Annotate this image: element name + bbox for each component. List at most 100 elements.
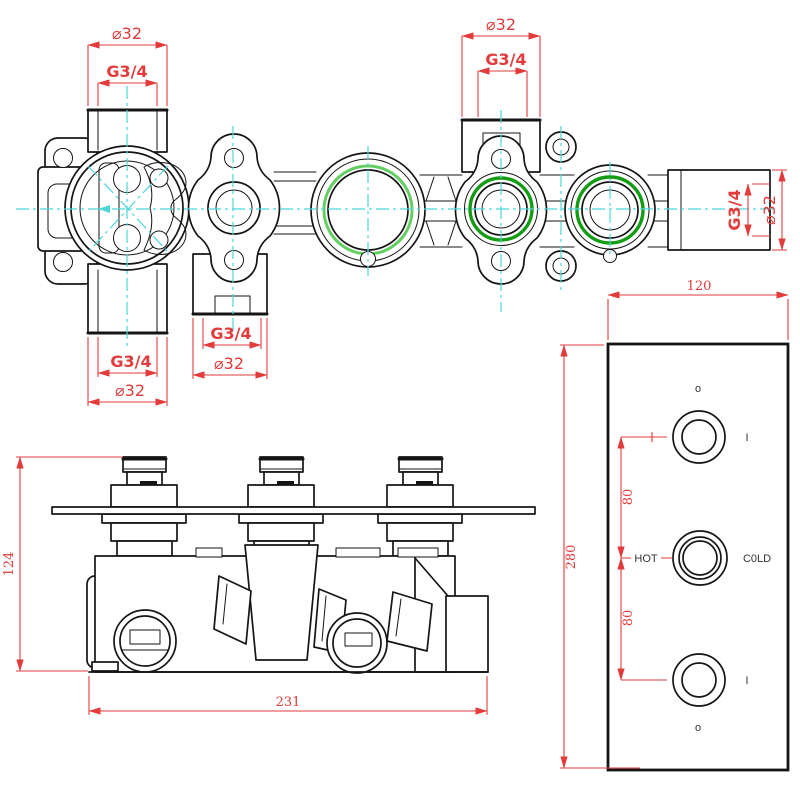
front-view: 124 231 <box>2 455 536 715</box>
lever-detail-line <box>222 583 228 625</box>
body-port-left-ring <box>119 615 171 667</box>
knob-inner <box>682 540 718 576</box>
vertical-centerlines <box>126 86 611 346</box>
extension-lines <box>192 318 268 379</box>
pipe-body <box>667 169 771 251</box>
cartridge-waterway <box>143 162 187 255</box>
knob-outer <box>672 653 726 707</box>
dim-panel-height: 280 <box>560 344 640 769</box>
diverter-lever <box>213 575 252 645</box>
extension-lines <box>87 337 168 406</box>
outlet-pipe <box>667 169 771 251</box>
dim-label-gap-lower: 80 <box>621 610 636 627</box>
rail-segment <box>273 171 317 235</box>
frame-rails <box>273 171 677 248</box>
pipe-thread-lines <box>97 269 158 334</box>
knob-mid-ring <box>678 536 722 580</box>
extension-lines <box>16 456 123 672</box>
knob-outer <box>672 530 728 586</box>
centerlines <box>16 86 773 346</box>
rail-segment <box>647 174 677 248</box>
dim-label-dia: ⌀32 <box>760 195 779 225</box>
dim-label-gap-upper: 80 <box>621 489 636 506</box>
dim-label-thread: G3/4 <box>485 50 526 69</box>
cartridge-hole-small <box>149 230 169 250</box>
pipe-thread-lines <box>97 109 158 151</box>
cold-label: C0LD <box>743 553 771 565</box>
knob-middle <box>672 530 728 586</box>
body-top-notch <box>397 547 439 558</box>
dim-label-height: 280 <box>564 545 579 570</box>
body-top-notch <box>195 547 223 558</box>
dim-outlet: G3/4 ⌀32 <box>725 169 787 251</box>
dim-mid-port-bottom: G3/4 ⌀32 <box>192 318 268 379</box>
body-top-notch <box>335 547 381 558</box>
body-port-center-ring <box>332 618 382 668</box>
dim-panel-width: 120 <box>607 279 789 340</box>
mid-flange <box>187 133 281 283</box>
port-inner-detail <box>129 629 161 645</box>
plan-view: ⌀32 G3/4 G3/4 ⌀32 G3/4 ⌀32 ⌀32 G3/4 <box>16 15 787 406</box>
extension-lines <box>607 299 789 340</box>
diverter-lever <box>386 591 433 652</box>
dim-label-height: 124 <box>2 552 17 577</box>
port-inner-detail <box>344 632 373 647</box>
extension-lines <box>752 169 787 251</box>
extension-lines <box>87 45 168 106</box>
dim-label-thread: G3/4 <box>110 352 151 371</box>
knob-inner <box>681 662 717 698</box>
bracket-screw-hole <box>53 252 73 272</box>
port-opening <box>207 181 261 235</box>
valve-body <box>86 544 489 674</box>
dim-length: 231 <box>88 676 488 715</box>
knob-inner <box>681 419 717 455</box>
cartridge-hole-small <box>149 168 169 188</box>
dim-label-dia: ⌀32 <box>115 381 145 400</box>
mounting-plate <box>51 506 536 515</box>
rail-segment <box>539 174 575 248</box>
dim-label-thread: G3/4 <box>106 62 147 81</box>
mark-bottom-off: o <box>695 722 701 734</box>
section-arrow <box>98 205 110 213</box>
diagonal-centerlines <box>87 165 169 253</box>
knob-outer <box>672 410 726 464</box>
panel-plate <box>606 342 790 772</box>
hot-label: HOT <box>634 553 658 565</box>
dim-label-dia: ⌀32 <box>112 24 142 43</box>
extension-lines <box>461 36 541 117</box>
dim-height: 124 <box>2 456 123 672</box>
lever-detail-line <box>395 598 402 637</box>
mark-bottom-on: I <box>745 675 748 687</box>
lever-detail-line <box>321 595 327 642</box>
dim-label-thread: G3/4 <box>210 324 251 343</box>
cartridge-key-slot <box>98 162 120 254</box>
dim-label-dia: ⌀32 <box>486 15 516 34</box>
dim-label-dia: ⌀32 <box>214 354 244 373</box>
bracket-screw-hole <box>53 148 73 168</box>
keyway-notch <box>603 249 617 263</box>
knob-top <box>672 410 726 464</box>
mark-top-off: o <box>695 383 701 395</box>
port-bore <box>215 189 253 227</box>
dim-label-length: 231 <box>276 695 301 710</box>
body-port-left <box>113 609 177 673</box>
body-port-center <box>326 612 388 674</box>
mark-top-on: I <box>745 432 748 444</box>
left-port-pipe-bottom <box>86 263 169 335</box>
dim-left-port-bottom: G3/4 ⌀32 <box>87 337 168 406</box>
dim-left-port-top: ⌀32 G3/4 <box>87 24 168 106</box>
leader-lines <box>621 432 672 681</box>
flange-outline <box>187 133 281 283</box>
flange-screw-hole <box>224 250 244 270</box>
panel-view: o I HOT C0LD I o 120 280 80 80 <box>560 279 790 772</box>
cartridge-housing-center <box>244 544 319 661</box>
dim-label-thread: G3/4 <box>725 189 744 230</box>
flange-screw-hole <box>224 148 244 168</box>
rail-lattice <box>419 174 463 248</box>
pipe-body <box>87 263 168 334</box>
body-right-block <box>445 595 489 673</box>
dim-label-width: 120 <box>687 279 712 294</box>
knob-bottom <box>672 653 726 707</box>
